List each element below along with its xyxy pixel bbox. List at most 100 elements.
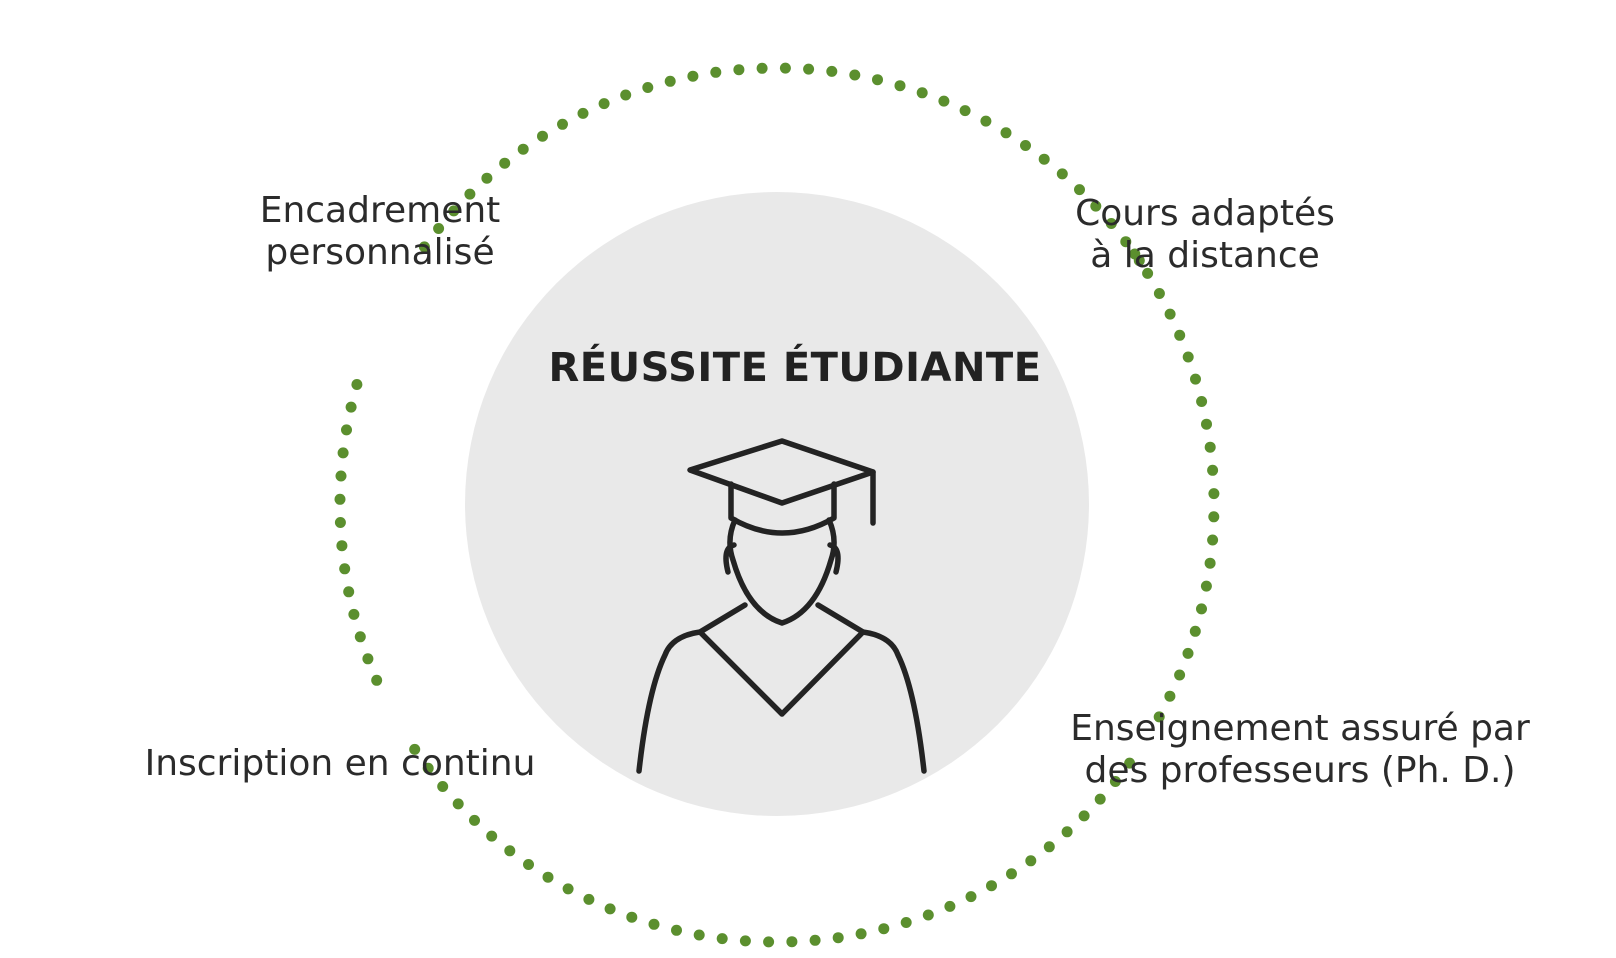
ring-dot xyxy=(598,98,610,110)
ring-dot xyxy=(464,188,476,200)
ring-dot xyxy=(1182,647,1194,659)
ring-dot xyxy=(481,172,493,184)
ring-dot xyxy=(504,845,516,857)
ring-dot xyxy=(1006,868,1017,880)
ring-dot xyxy=(1000,127,1012,139)
label-line: Encadrement xyxy=(259,190,501,231)
ring-dot xyxy=(577,107,589,119)
ring-dot xyxy=(1164,308,1176,320)
ring-dot xyxy=(486,830,498,842)
ring-dot xyxy=(517,143,529,155)
ring-dot xyxy=(362,653,374,665)
ring-dot xyxy=(826,65,838,77)
ring-dot xyxy=(872,74,883,86)
ring-dot xyxy=(1182,351,1194,363)
ring-dot xyxy=(1038,153,1050,165)
label-line: à la distance xyxy=(1090,235,1320,276)
ring-dot xyxy=(339,563,351,575)
ring-dot xyxy=(786,936,798,948)
ring-dot xyxy=(716,933,728,945)
ring-dot xyxy=(348,608,360,620)
ring-dot xyxy=(336,540,348,552)
ring-dot xyxy=(418,241,430,253)
ring-dot xyxy=(763,936,775,948)
ring-dot xyxy=(855,928,867,940)
ring-dot xyxy=(1056,168,1068,180)
ring-dot xyxy=(739,935,751,947)
ring-dot xyxy=(710,66,722,78)
ring-dot xyxy=(469,814,480,826)
ring-dot xyxy=(1164,690,1176,702)
ring-dot xyxy=(523,859,534,870)
ring-dot xyxy=(433,223,445,234)
ring-dot xyxy=(337,447,349,459)
ring-dot xyxy=(756,62,768,74)
ring-dot xyxy=(671,924,682,936)
ring-dot xyxy=(1207,464,1219,476)
ring-dot xyxy=(1208,511,1220,523)
ring-dot xyxy=(803,63,815,75)
ring-dot xyxy=(664,75,676,87)
ring-dot xyxy=(499,157,511,169)
ring-dot xyxy=(1020,140,1031,151)
label-line: personnalisé xyxy=(265,232,495,273)
ring-dot xyxy=(1204,557,1216,569)
ring-dot xyxy=(986,880,997,892)
ring-dot xyxy=(1043,841,1055,853)
ring-dot xyxy=(1142,267,1154,279)
ring-dot xyxy=(1174,669,1186,681)
label-inscription: Inscription en continu xyxy=(120,743,560,785)
ring-dot xyxy=(448,205,460,217)
ring-dot xyxy=(1200,580,1212,592)
ring-dot xyxy=(878,923,890,935)
ring-dot xyxy=(965,891,977,903)
ring-dot xyxy=(351,379,363,390)
ring-dot xyxy=(1129,248,1141,260)
ring-dot xyxy=(809,934,821,946)
ring-dot xyxy=(1078,810,1090,822)
ring-dot xyxy=(334,493,346,505)
ring-dot xyxy=(980,115,992,127)
ring-dot xyxy=(562,883,574,895)
center-title: RÉUSSITE ÉTUDIANTE xyxy=(548,345,1042,391)
ring-dot xyxy=(452,798,464,810)
ring-dot xyxy=(1207,534,1219,546)
ring-dot xyxy=(642,82,654,93)
ring-dot xyxy=(687,70,699,82)
ring-dot xyxy=(620,89,632,101)
ring-dot xyxy=(437,781,449,792)
ring-dot xyxy=(894,80,906,92)
ring-dot xyxy=(1120,236,1132,248)
label-line: Enseignement assuré par xyxy=(1070,708,1530,749)
ring-dot xyxy=(1189,625,1201,637)
ring-dot xyxy=(938,95,950,107)
ring-dot xyxy=(1109,776,1121,787)
ring-dot xyxy=(334,517,346,528)
ring-dot xyxy=(849,69,861,81)
label-line: Cours adaptés xyxy=(1075,193,1335,234)
ring-dot xyxy=(1124,757,1136,769)
ring-dot xyxy=(1074,184,1085,196)
label-line: Inscription en continu xyxy=(144,743,536,784)
ring-dot xyxy=(900,917,912,928)
ring-dot xyxy=(1190,373,1201,385)
ring-dot xyxy=(343,586,355,598)
label-enseignement: Enseignement assuré par des professeurs … xyxy=(1030,708,1570,792)
ring-dot xyxy=(422,762,434,774)
ring-dot xyxy=(779,62,791,74)
ring-dot xyxy=(1105,218,1117,229)
ring-dot xyxy=(537,130,548,142)
ring-dot xyxy=(916,87,928,99)
graduate-icon xyxy=(636,438,927,774)
label-cours: Cours adaptés à la distance xyxy=(1040,193,1370,277)
ring-dot xyxy=(345,401,357,413)
label-encadrement: Encadrement personnalisé xyxy=(200,190,560,274)
ring-dot xyxy=(733,64,745,76)
ring-dot xyxy=(1025,855,1037,867)
ring-dot xyxy=(557,118,568,130)
ring-dot xyxy=(1204,441,1216,453)
ring-dot xyxy=(335,470,347,482)
ring-dot xyxy=(409,743,421,755)
ring-dot xyxy=(1153,288,1165,299)
